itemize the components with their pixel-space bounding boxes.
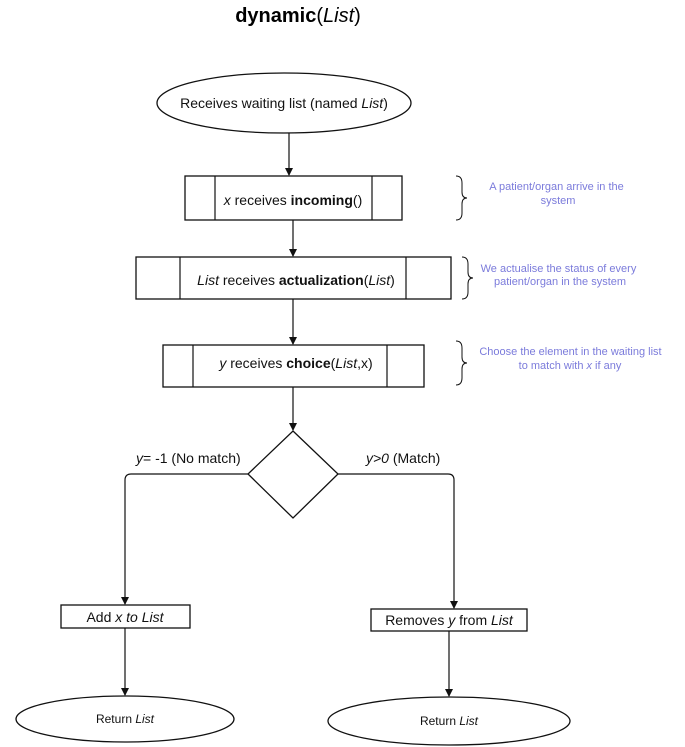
brace-incoming bbox=[455, 175, 468, 221]
edge-decision-to-add bbox=[121, 473, 248, 605]
brace-choice bbox=[455, 340, 468, 386]
process-actualization-label: List receives actualization(List) bbox=[197, 272, 395, 288]
process-choice: y receives choice(List,x) bbox=[162, 344, 425, 388]
start-node: Receives waiting list (named List) bbox=[156, 72, 412, 134]
branch-label-no-match: y= -1 (No match) bbox=[135, 450, 241, 466]
note-choice: Choose the element in the waiting list t… bbox=[479, 346, 664, 372]
diagram-title: dynamic(List) bbox=[235, 5, 361, 27]
return-left-label: Return List bbox=[96, 712, 155, 726]
brace-actualization bbox=[461, 256, 474, 300]
action-add-node: Add x to List bbox=[60, 604, 191, 629]
process-choice-label: y receives choice(List,x) bbox=[218, 355, 372, 371]
action-add-label: Add x to List bbox=[86, 609, 164, 625]
start-node-label: Receives waiting list (named List) bbox=[180, 95, 388, 111]
return-right-label: Return List bbox=[420, 714, 479, 728]
process-actualization: List receives actualization(List) bbox=[135, 256, 452, 300]
action-remove-label: Removes y from List bbox=[385, 612, 514, 628]
action-remove-node: Removes y from List bbox=[370, 608, 528, 632]
return-right-node: Return List bbox=[327, 696, 571, 746]
decision-diamond bbox=[247, 430, 339, 519]
return-left-node: Return List bbox=[15, 695, 235, 743]
note-actualization: We actualise the status of every patient… bbox=[481, 263, 640, 288]
branch-label-match: y>0 (Match) bbox=[365, 450, 440, 466]
process-incoming: x receives incoming() bbox=[184, 175, 403, 221]
edge-decision-to-remove bbox=[338, 473, 458, 609]
note-incoming: A patient/organ arrive in the system bbox=[489, 181, 627, 207]
process-incoming-label: x receives incoming() bbox=[223, 192, 362, 208]
